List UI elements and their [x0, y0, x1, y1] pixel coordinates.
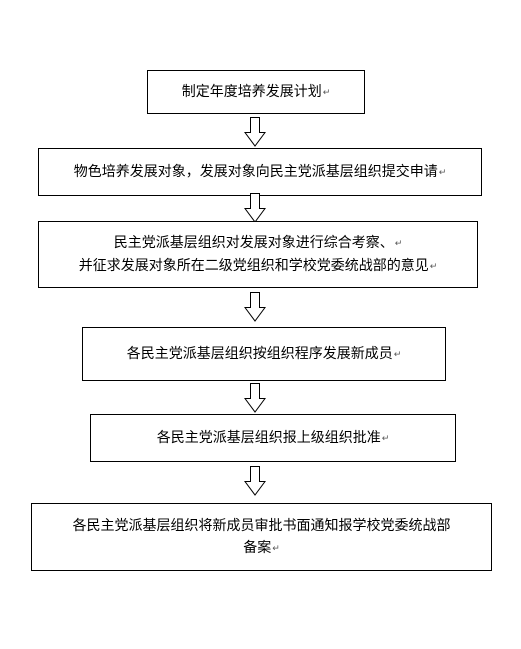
paragraph-mark-icon: ↵: [322, 87, 331, 98]
step-text-line: 各民主党派基层组织将新成员审批书面通知报学校党委统战部: [72, 517, 451, 534]
step-text-line: 民主党派基层组织对发展对象进行综合考察、↵: [113, 234, 403, 251]
step-text-line: 制定年度培养发展计划↵: [181, 83, 331, 100]
step-box-develop-new-members: 各民主党派基层组织按组织程序发展新成员↵: [82, 327, 446, 381]
step-text-line: 各民主党派基层组织按组织程序发展新成员↵: [126, 345, 402, 362]
paragraph-mark-icon: ↵: [381, 433, 390, 444]
step-box-make-plan: 制定年度培养发展计划↵: [147, 70, 365, 114]
down-arrow-icon: [244, 117, 266, 147]
paragraph-mark-icon: ↵: [393, 349, 402, 360]
step-box-report-approval: 各民主党派基层组织报上级组织批准↵: [90, 414, 456, 462]
step-box-file-record: 各民主党派基层组织将新成员审批书面通知报学校党委统战部 备案↵: [31, 503, 492, 571]
step-box-submit-application: 物色培养发展对象，发展对象向民主党派基层组织提交申请↵: [38, 148, 482, 196]
step-text-line: 物色培养发展对象，发展对象向民主党派基层组织提交申请↵: [73, 163, 447, 180]
down-arrow-icon: [244, 383, 266, 413]
paragraph-mark-icon: ↵: [394, 238, 403, 249]
step-text-line: 各民主党派基层组织报上级组织批准↵: [156, 429, 390, 446]
step-text-line: 并征求发展对象所在二级党组织和学校党委统战部的意见↵: [78, 257, 438, 274]
down-arrow-icon: [244, 292, 266, 322]
paragraph-mark-icon: ↵: [438, 167, 447, 178]
paragraph-mark-icon: ↵: [272, 543, 280, 554]
paragraph-mark-icon: ↵: [429, 261, 438, 272]
step-text-line: 备案↵: [243, 539, 280, 556]
down-arrow-icon: [244, 193, 266, 223]
down-arrow-icon: [244, 466, 266, 496]
step-box-comprehensive-review: 民主党派基层组织对发展对象进行综合考察、↵ 并征求发展对象所在二级党组织和学校党…: [38, 221, 478, 288]
